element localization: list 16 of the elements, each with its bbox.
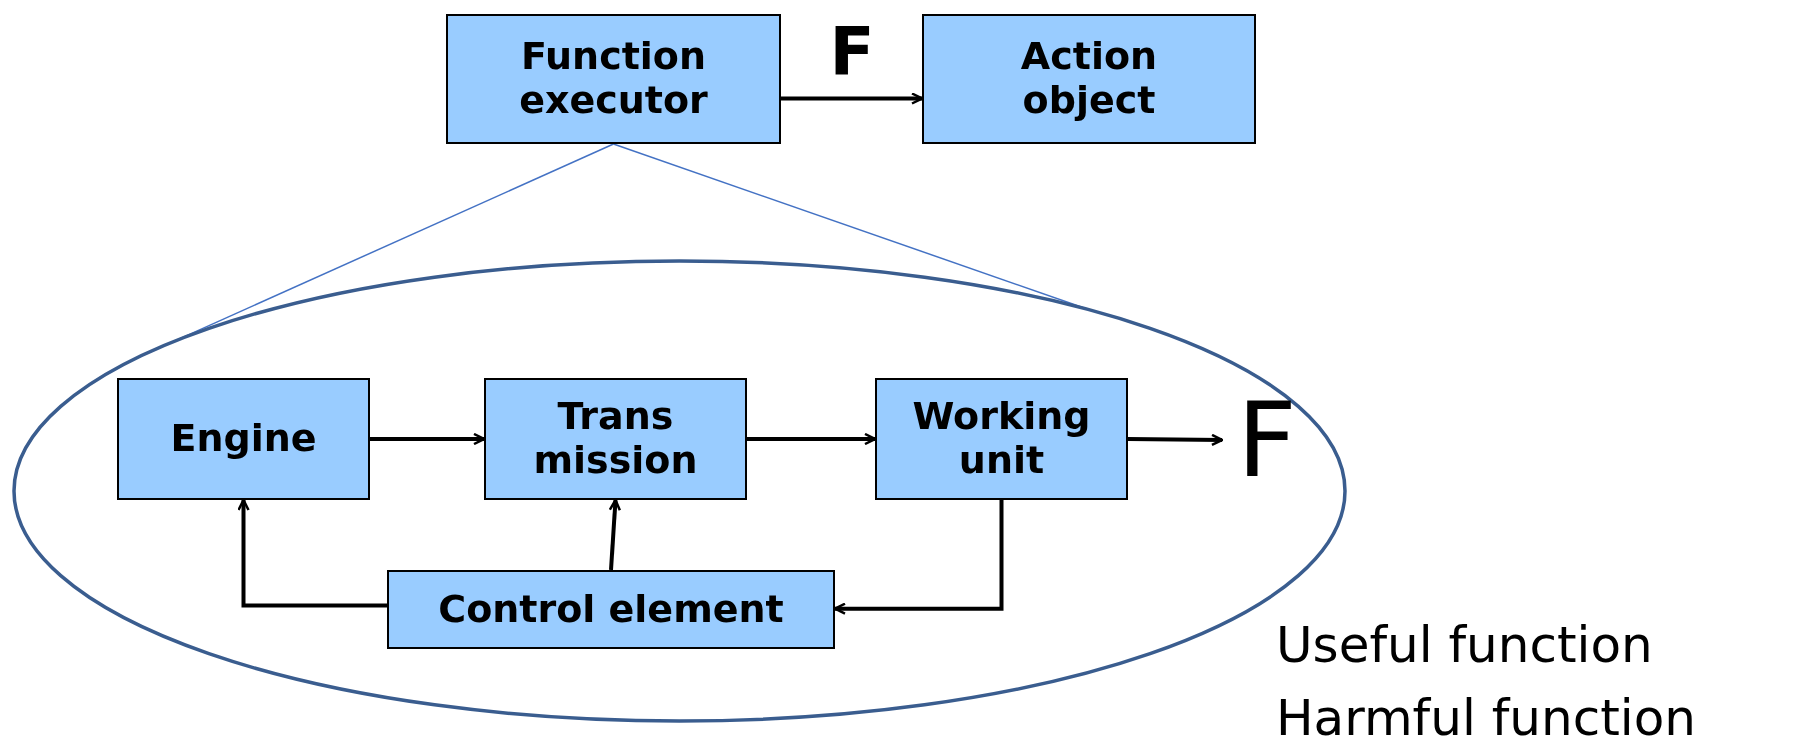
note-text: Useful function <box>1276 620 1653 670</box>
process-box: Engine <box>117 378 370 500</box>
arrow <box>370 432 486 446</box>
edge-label: F <box>829 18 875 85</box>
arrow <box>781 92 924 105</box>
process-box: Control element <box>387 570 835 649</box>
process-box: Trans mission <box>484 378 747 500</box>
process-box: Working unit <box>875 378 1128 500</box>
output-label: F <box>1237 388 1297 492</box>
process-box: Action object <box>922 14 1256 144</box>
arrow <box>237 498 387 608</box>
process-box: Function executor <box>446 14 781 144</box>
arrow <box>1127 433 1224 447</box>
arrow <box>608 498 622 571</box>
note-text: Harmful function <box>1276 693 1696 743</box>
arrow <box>747 432 877 446</box>
